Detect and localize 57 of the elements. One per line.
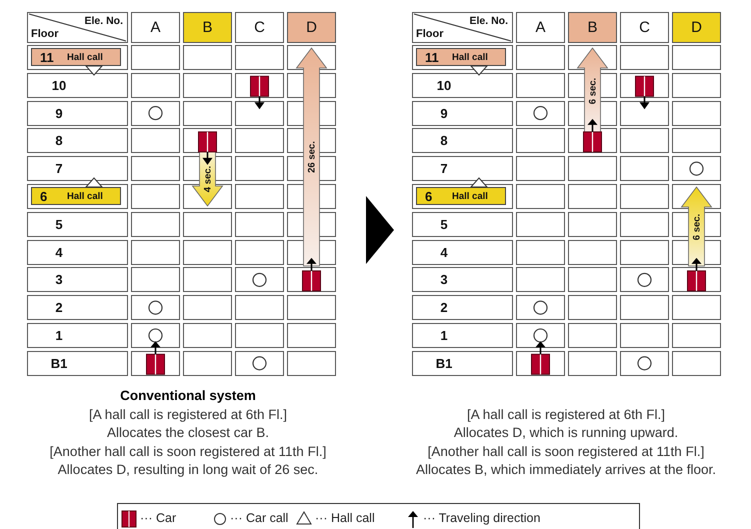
travel-time-label: 26 sec. — [306, 141, 316, 173]
floor-number: 3 — [439, 272, 449, 288]
floor-number: 5 — [439, 216, 449, 232]
travel-time-label: 4 sec. — [202, 165, 212, 192]
caption-text: Allocates B, which immediately arrives at the floor. — [416, 462, 716, 477]
floor-number: 9 — [54, 106, 64, 121]
elevator-letter: C — [638, 19, 651, 36]
floor-number: 3 — [54, 272, 64, 288]
floor-number: 4 — [54, 244, 64, 260]
legend-text: ··· Traveling direction — [423, 511, 540, 525]
caption-text: [A hall call is registered at 6th Fl.] — [466, 406, 666, 422]
legend-text: ··· Car — [140, 511, 176, 525]
floor-number: B1 — [50, 356, 68, 371]
row-heading: Floor — [31, 28, 58, 40]
floor-number: 7 — [439, 161, 449, 176]
legend-text: ··· Car call — [230, 511, 288, 525]
elevator-letter: B — [586, 19, 598, 36]
floor-number: 4 — [439, 244, 449, 260]
travel-time-label: 6 sec. — [588, 77, 598, 104]
floor-number: 2 — [439, 300, 449, 316]
caption-text: Allocates D, resulting in long wait of 26 sec. — [58, 462, 318, 477]
hall-call-label: Hall call — [67, 191, 103, 202]
floor-number: 11 — [425, 50, 439, 65]
caption-heading: Conventional system — [120, 388, 256, 403]
floor-number: 11 — [40, 50, 54, 65]
travel-time-label: 6 sec. — [692, 213, 702, 240]
floor-number: 6 — [40, 189, 48, 204]
caption-text: Allocates the closest car B. — [106, 425, 270, 440]
floor-number: B1 — [434, 356, 454, 371]
floor-number: 8 — [439, 133, 449, 148]
elevator-letter: D — [690, 19, 703, 36]
legend-text: ··· Hall call — [315, 511, 375, 525]
caption-text: [A hall call is registered at 6th Fl.] — [88, 406, 288, 422]
floor-number: 7 — [54, 161, 64, 176]
elevator-letter: A — [534, 19, 546, 36]
floor-number: 10 — [50, 78, 68, 93]
hall-call-label: Hall call — [452, 52, 488, 63]
hall-call-label: Hall call — [452, 191, 488, 202]
row-heading: Floor — [416, 28, 444, 40]
floor-number: 1 — [54, 328, 64, 343]
caption-text: Allocates D, which is running upward. — [454, 425, 678, 440]
floor-number: 1 — [439, 328, 449, 343]
caption-text: [Another hall call is soon registered at 11th Fl.] — [428, 444, 704, 458]
floor-number: 10 — [436, 78, 452, 93]
elevator-letter: C — [253, 19, 266, 36]
floor-number: 6 — [425, 189, 432, 204]
elevator-letter: B — [201, 19, 214, 36]
floor-number: 8 — [54, 133, 64, 148]
column-heading: Ele. No. — [84, 15, 123, 27]
hall-call-label: Hall call — [67, 52, 103, 63]
floor-number: 9 — [439, 106, 449, 121]
elevator-letter: D — [305, 19, 318, 36]
floor-number: 5 — [54, 216, 64, 232]
caption-text: [Another hall call is soon registered at 11th Fl.] — [50, 444, 326, 458]
floor-number: 2 — [54, 300, 64, 316]
elevator-letter: A — [149, 19, 162, 36]
column-heading: Ele. No. — [469, 15, 508, 27]
